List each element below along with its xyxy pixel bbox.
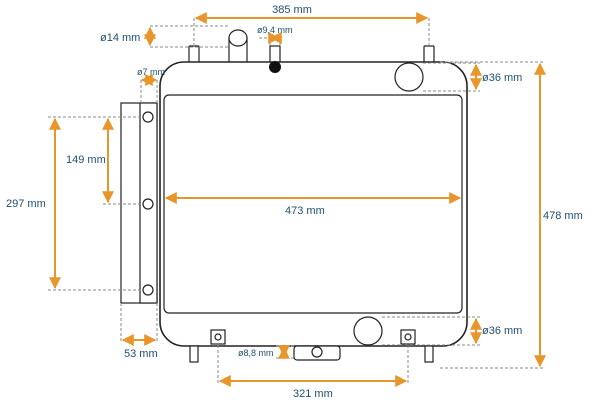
side-bracket-hole-bottom	[142, 284, 154, 296]
bottom-right-mount-hole	[404, 333, 412, 341]
bottom-left-pin	[189, 345, 199, 363]
lower-port	[353, 316, 383, 346]
label-bottom-mount-spacing: 321 mm	[293, 388, 333, 400]
label-lower-port-diameter: ø36 mm	[482, 325, 522, 337]
radiator-core	[163, 94, 463, 314]
label-side-bracket-total: 297 mm	[6, 198, 46, 210]
bottom-right-pin	[424, 345, 434, 363]
label-core-width: 473 mm	[285, 205, 325, 217]
label-side-pipe-diameter: ø7 mm	[137, 67, 165, 77]
side-bracket-hole-middle	[142, 198, 154, 210]
label-side-bracket-width: 53 mm	[124, 348, 158, 360]
label-drain-diameter: ø8,8 mm	[238, 348, 274, 358]
label-side-bracket-height: 149 mm	[66, 154, 106, 166]
filler-cap	[269, 61, 281, 73]
upper-port	[394, 62, 424, 92]
label-upper-port-diameter: ø36 mm	[482, 72, 522, 84]
radiator-body	[120, 29, 468, 363]
extension-lines	[48, 18, 545, 384]
label-top-pipe-diameter: ø14 mm	[100, 32, 140, 44]
label-top-pipe-spacing: 385 mm	[272, 4, 312, 16]
side-bracket-hole-top	[142, 111, 154, 123]
label-total-height: 478 mm	[543, 210, 583, 222]
label-filler-diameter: ø9,4 mm	[257, 25, 293, 35]
top-inlet-pipe-end	[228, 29, 248, 47]
dimension-arrows	[49, 12, 546, 387]
bottom-left-mount-hole	[214, 333, 222, 341]
dimension-labels: 385 mm ø14 mm ø9,4 mm ø7 mm ø36 mm 149 m…	[6, 4, 583, 400]
drain-plug	[311, 346, 323, 358]
